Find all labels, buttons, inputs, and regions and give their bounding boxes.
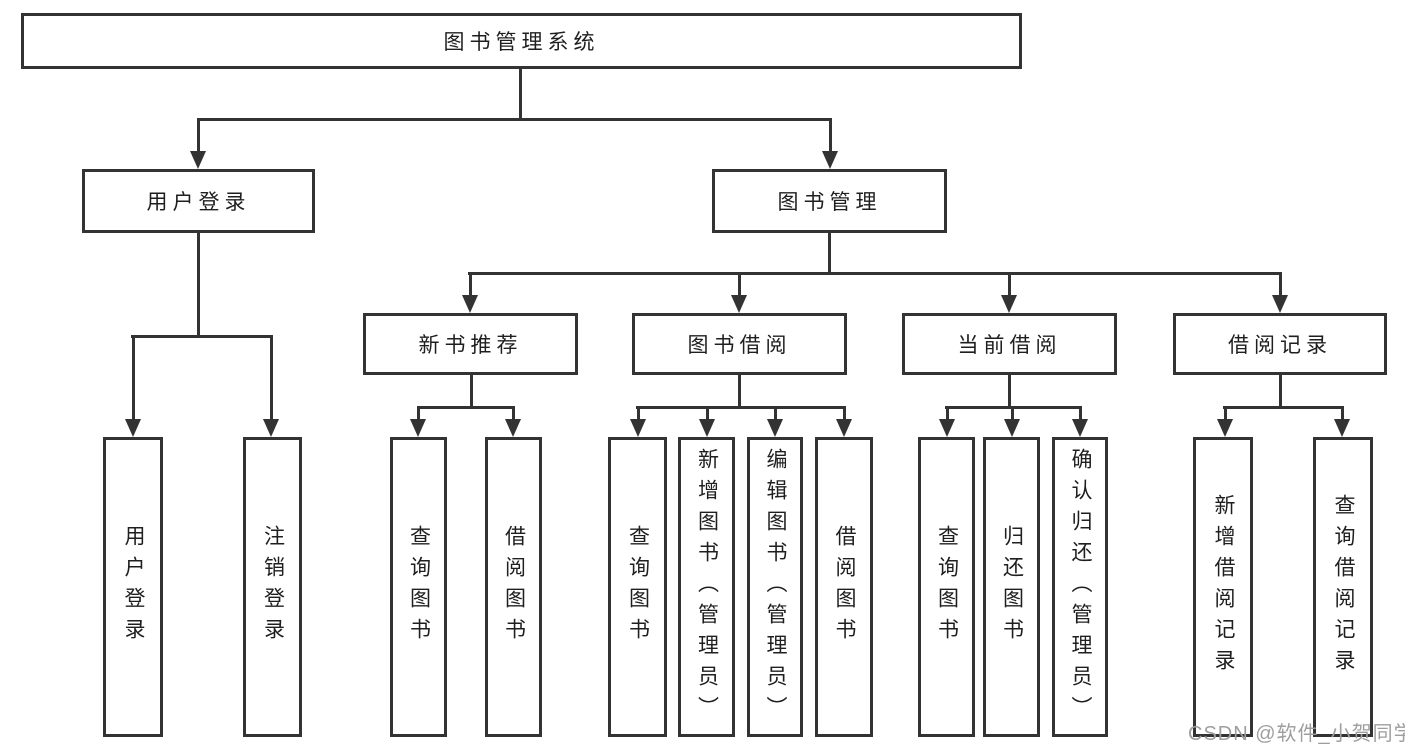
arrow-to-add-record [1217, 408, 1233, 437]
arrow-to-add-books [699, 408, 715, 437]
arrow-to-query-books-1 [410, 408, 426, 437]
arrow-down-icon [630, 419, 646, 437]
node-current-borrowing: 当前借阅 [902, 313, 1117, 375]
node-root: 图书管理系统 [21, 13, 1022, 69]
edge-user-login-hline [131, 335, 273, 338]
arrow-stem [468, 274, 472, 295]
arrow-stem [945, 408, 949, 419]
edge-borrowing-records-hline [1223, 406, 1344, 409]
arrow-down-icon [1004, 419, 1020, 437]
arrow-stem [511, 408, 515, 419]
edge-book-borrowing-stem [738, 374, 741, 408]
node-confirm-return-admin: 确认归还（管理员） [1052, 437, 1108, 737]
node-book-borrowing: 图书借阅 [632, 313, 847, 375]
node-query-books-current: 查询图书 [918, 437, 975, 737]
node-borrowing-records: 借阅记录 [1173, 313, 1387, 375]
edge-user-login-stem [197, 232, 200, 337]
arrow-down-icon [836, 419, 852, 437]
arrow-down-icon [1217, 419, 1233, 437]
node-return-books: 归还图书 [983, 437, 1040, 737]
arrow-down-icon [1334, 419, 1350, 437]
arrow-stem [636, 408, 640, 419]
arrow-stem [842, 408, 846, 419]
node-logout-leaf: 注销登录 [243, 437, 302, 737]
arrow-to-query-books-2 [630, 408, 646, 437]
arrow-to-confirm-return [1072, 408, 1088, 437]
node-query-books-newbook: 查询图书 [390, 437, 447, 737]
arrow-down-icon [190, 151, 206, 169]
node-add-books-admin: 新增图书（管理员） [678, 437, 735, 737]
edge-current-borrowing-hline [945, 406, 1082, 409]
edge-book-management-hline [468, 272, 1282, 275]
node-new-book-recommend: 新书推荐 [363, 313, 578, 375]
arrow-stem [1340, 408, 1344, 419]
arrow-to-current-borrowing [1001, 274, 1017, 313]
arrow-down-icon [462, 295, 478, 313]
arrow-to-query-record [1334, 408, 1350, 437]
arrow-to-borrow-books-2 [836, 408, 852, 437]
arrow-stem [269, 337, 273, 419]
edge-book-borrowing-hline [636, 406, 846, 409]
node-query-borrow-record: 查询借阅记录 [1313, 437, 1373, 737]
arrow-stem [828, 120, 832, 151]
edge-current-borrowing-stem [1008, 374, 1011, 408]
arrow-to-logout-leaf [263, 337, 279, 437]
arrow-to-borrow-books-1 [505, 408, 521, 437]
arrow-stem [737, 274, 741, 295]
csdn-watermark: CSDN @软件_小贺同学 [1188, 723, 1405, 745]
node-borrow-books-borrowing: 借阅图书 [815, 437, 873, 737]
arrow-down-icon [263, 419, 279, 437]
node-edit-books-admin: 编辑图书（管理员） [747, 437, 803, 737]
arrow-stem [1010, 408, 1014, 419]
arrow-to-user-login [190, 120, 206, 169]
arrow-down-icon [767, 419, 783, 437]
arrow-stem [1278, 274, 1282, 295]
arrow-down-icon [1272, 295, 1288, 313]
arrow-down-icon [939, 419, 955, 437]
arrow-down-icon [1001, 295, 1017, 313]
arrow-stem [196, 120, 200, 151]
edge-new-book-hline [417, 406, 515, 409]
arrow-to-edit-books [767, 408, 783, 437]
arrow-to-login-leaf [125, 337, 141, 437]
edge-root-stem [519, 68, 522, 121]
arrow-to-query-books-3 [939, 408, 955, 437]
arrow-to-book-management [822, 120, 838, 169]
edge-book-management-stem [828, 232, 831, 274]
arrow-to-book-borrowing [731, 274, 747, 313]
arrow-down-icon [125, 419, 141, 437]
arrow-stem [1078, 408, 1082, 419]
arrow-to-new-book [462, 274, 478, 313]
edge-new-book-stem [470, 374, 473, 408]
arrow-to-return-books [1004, 408, 1020, 437]
arrow-down-icon [505, 419, 521, 437]
edge-borrowing-records-stem [1279, 374, 1282, 408]
arrow-down-icon [1072, 419, 1088, 437]
arrow-down-icon [699, 419, 715, 437]
arrow-down-icon [822, 151, 838, 169]
node-user-login: 用户登录 [82, 169, 315, 233]
edge-root-hline [197, 118, 832, 121]
arrow-stem [1007, 274, 1011, 295]
arrow-stem [131, 337, 135, 419]
node-borrow-books-newbook: 借阅图书 [485, 437, 542, 737]
arrow-stem [416, 408, 420, 419]
arrow-down-icon [410, 419, 426, 437]
arrow-stem [705, 408, 709, 419]
arrow-down-icon [731, 295, 747, 313]
arrow-stem [1223, 408, 1227, 419]
node-add-borrow-record: 新增借阅记录 [1193, 437, 1253, 737]
node-login-leaf: 用户登录 [103, 437, 163, 737]
arrow-to-borrowing-records [1272, 274, 1288, 313]
node-query-books-borrowing: 查询图书 [608, 437, 667, 737]
node-book-management: 图书管理 [712, 169, 947, 233]
arrow-stem [773, 408, 777, 419]
